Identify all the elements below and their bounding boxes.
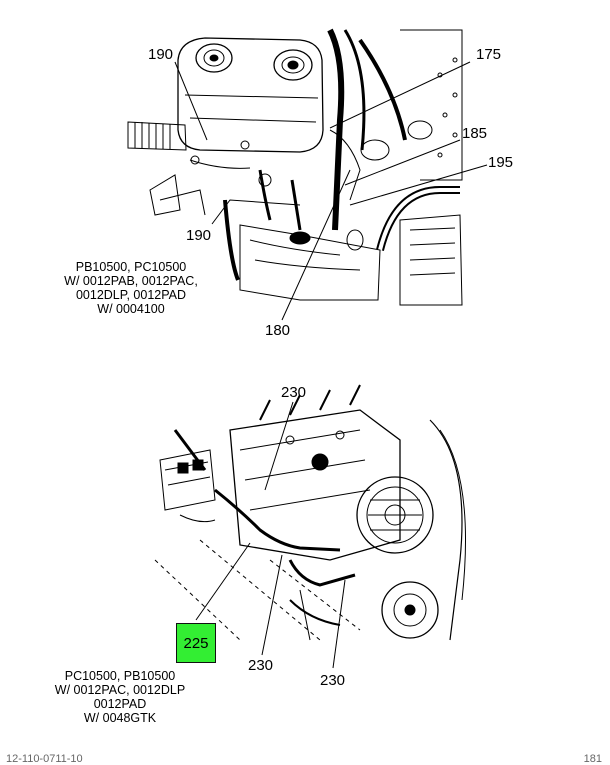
bottom-engine-illustration [154,384,467,669]
bottom-diagram-caption: PC10500, PB10500 W/ 0012PAC, 0012DLP 001… [45,669,195,725]
callout-190-upper: 190 [148,46,174,63]
caption-line: 0012DLP, 0012PAD [75,288,187,302]
caption-line: W/ 0004100 [97,302,165,316]
callout-180: 180 [265,322,291,339]
caption-line: W/ 0012PAB, 0012PAC, [64,274,198,288]
callout-225-highlight: 225 [176,623,216,663]
caption-line: PB10500, PC10500 [75,260,187,274]
caption-line: PC10500, PB10500 [64,669,176,683]
caption-line: W/ 0048GTK [83,711,157,725]
callout-230-top: 230 [281,384,307,401]
caption-line: 0012PAD [93,697,147,711]
callout-190-lower: 190 [186,227,212,244]
callout-185: 185 [462,125,488,142]
footer-page-number: 181 [583,753,602,765]
top-engine-illustration [127,28,488,321]
caption-line: W/ 0012PAC, 0012DLP [54,683,186,697]
callout-175: 175 [476,46,502,63]
callout-195: 195 [488,154,514,171]
callout-230-right: 230 [320,672,346,689]
top-diagram-caption: PB10500, PC10500 W/ 0012PAB, 0012PAC, 00… [56,260,206,316]
callout-230-mid: 230 [248,657,274,674]
footer-left-id: 12-110-0711-10 [6,753,83,765]
